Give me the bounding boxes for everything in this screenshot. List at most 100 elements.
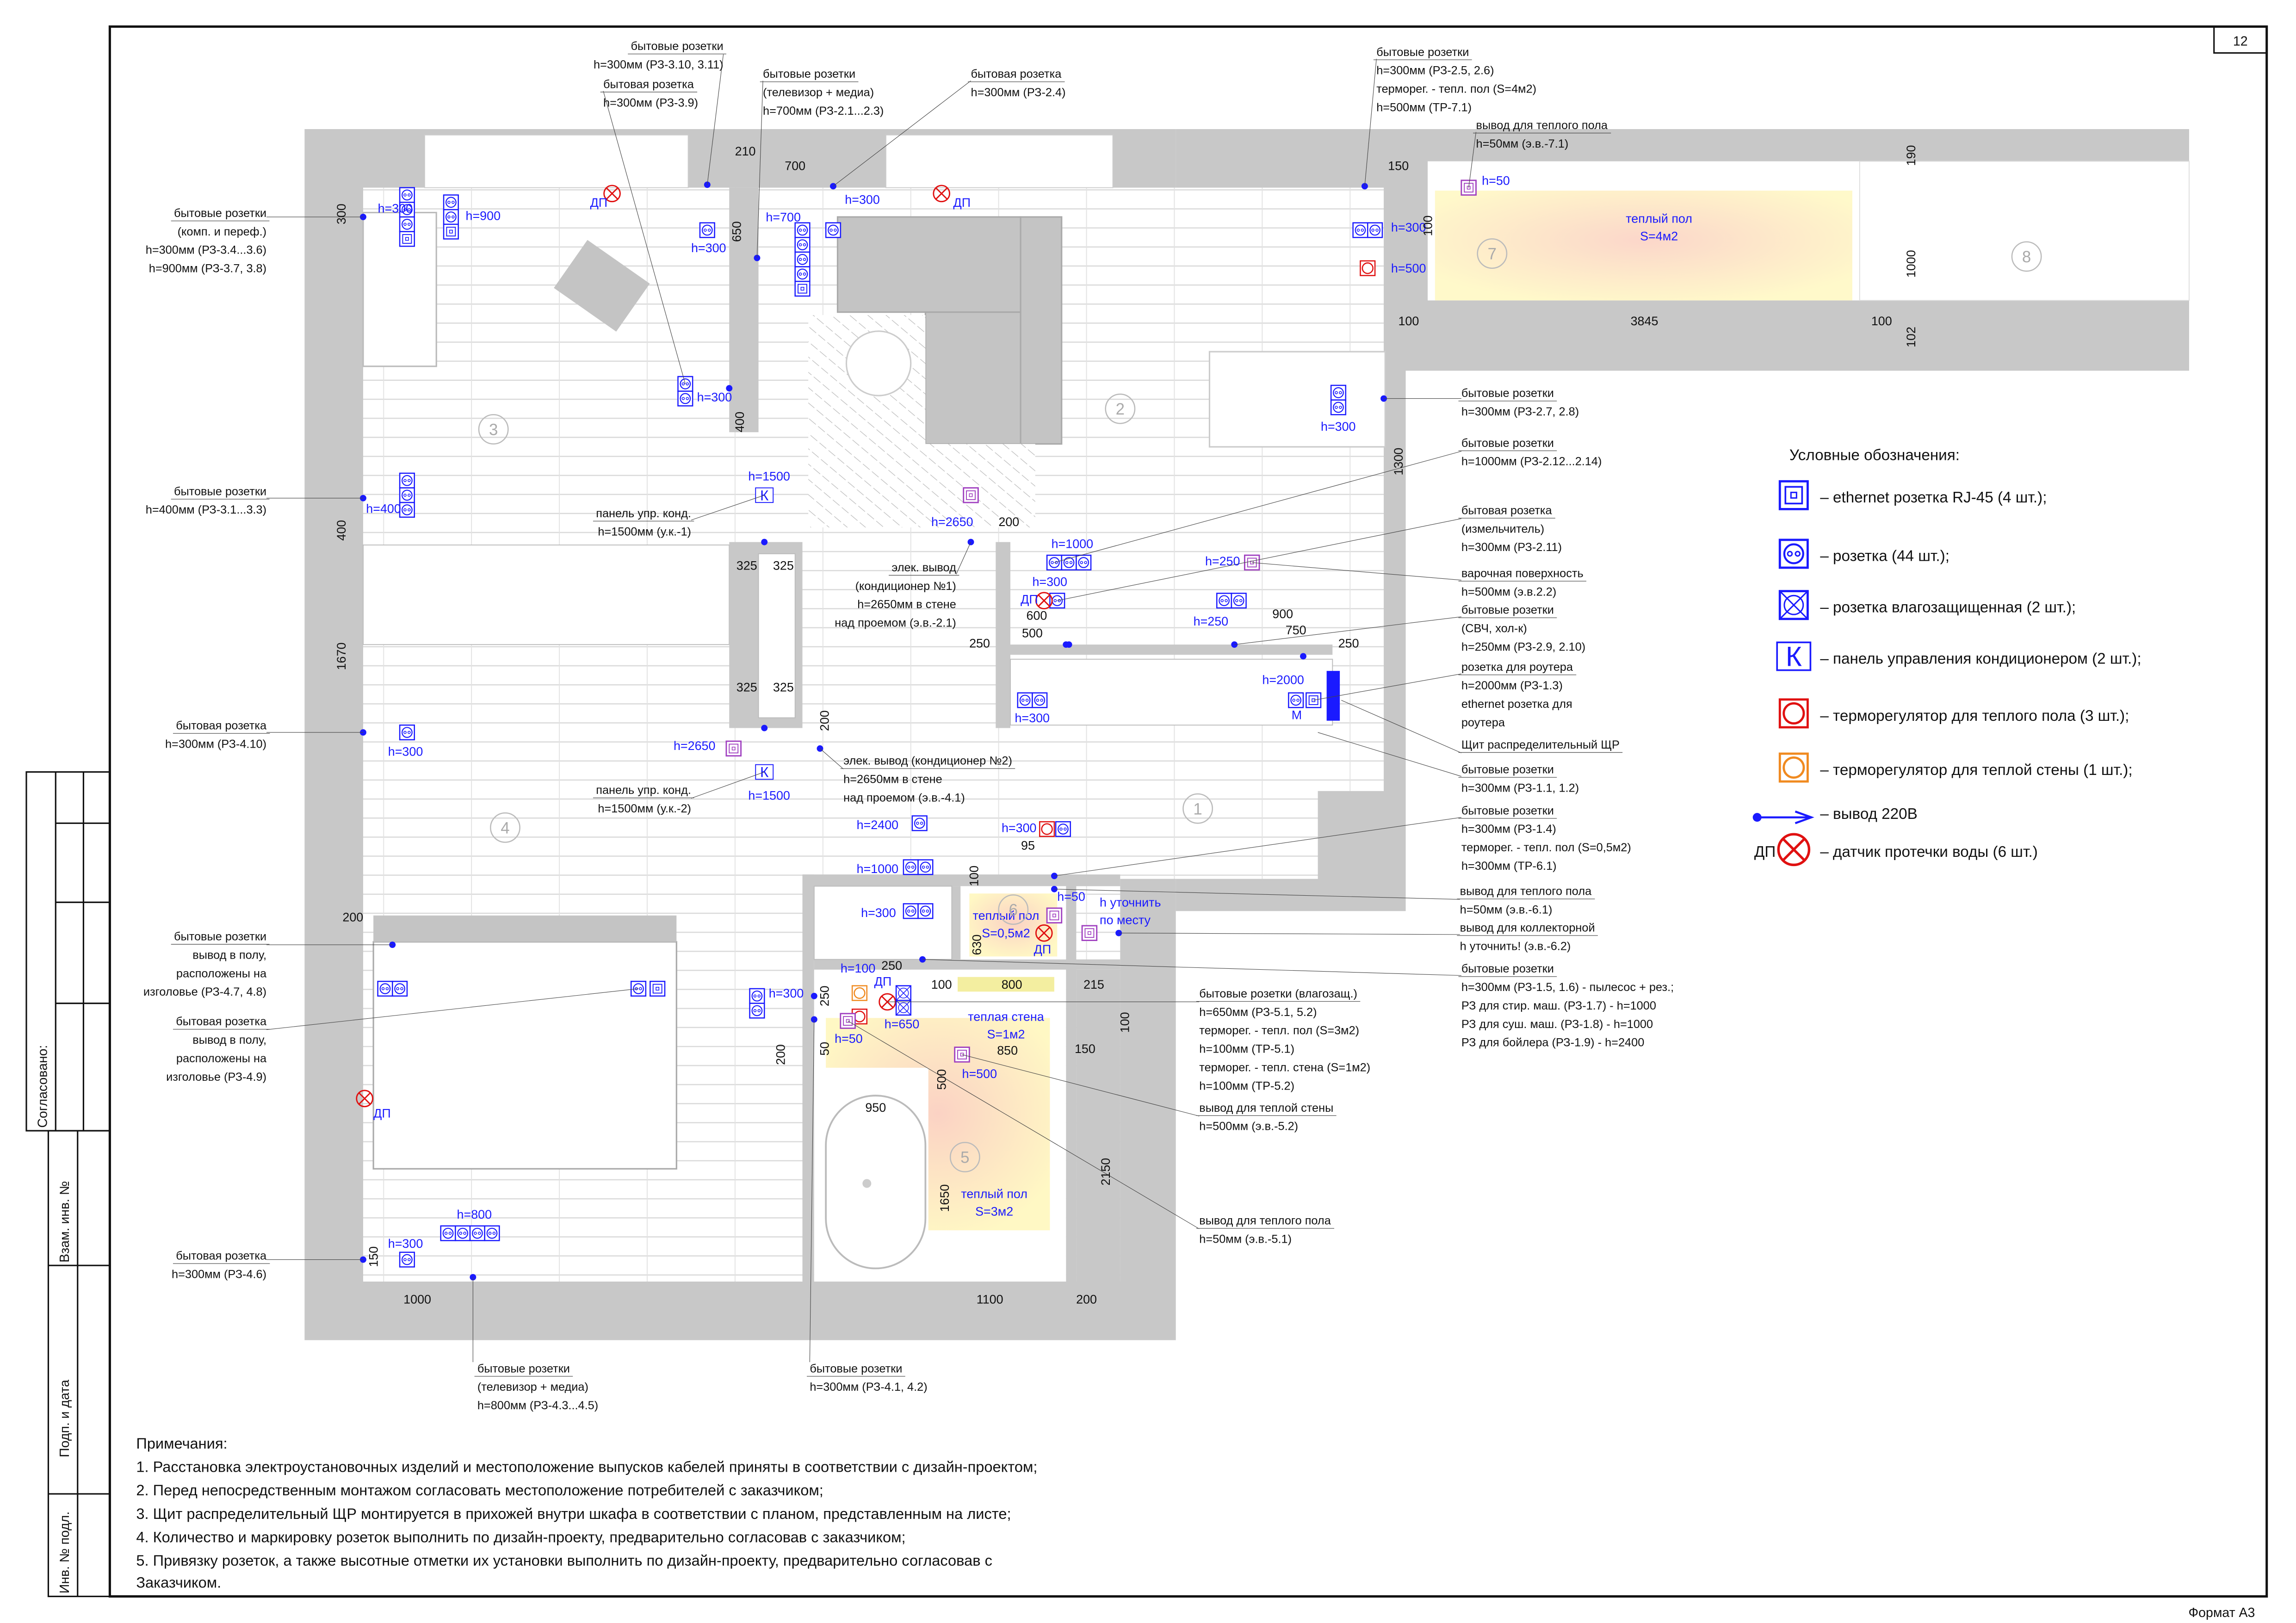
callout-title: элек. вывод bbox=[891, 561, 956, 574]
callout-line: h=1000мм (РЗ-2.12...2.14) bbox=[1461, 455, 1602, 468]
callout-line: вывод в полу, bbox=[192, 1034, 266, 1047]
dimension-label: 600 bbox=[1027, 608, 1047, 622]
dimension-label: 325 bbox=[773, 559, 794, 573]
socket-icon bbox=[749, 1003, 765, 1019]
height-label: h=1000 bbox=[1052, 537, 1093, 551]
leader-line bbox=[603, 91, 686, 384]
callout-line: h=300мм (РЗ-4.1, 4.2) bbox=[810, 1381, 927, 1394]
heated-zone-area: S=1м2 bbox=[987, 1028, 1025, 1041]
socket-icon bbox=[1216, 593, 1232, 609]
wardrobe bbox=[363, 544, 730, 645]
format-label: Формат А3 bbox=[2189, 1605, 2255, 1620]
callout-title: бытовые розетки bbox=[1461, 437, 1554, 450]
bathtub-drain bbox=[862, 1179, 872, 1188]
callout: бытовые розетки (влагозащ.)h=650мм (РЗ-5… bbox=[1196, 987, 1370, 1092]
callout-title: бытовая розетка bbox=[176, 719, 267, 732]
socket-icon bbox=[1352, 222, 1368, 238]
callout-line: h=300мм (РЗ-4.10) bbox=[165, 738, 266, 751]
callout-title: бытовые розетки bbox=[174, 207, 266, 220]
callout-line: h=300мм (РЗ-1.4) bbox=[1461, 823, 1556, 836]
leader-line bbox=[1054, 817, 1461, 876]
legend-item: – розетка (44 шт.); bbox=[1778, 539, 1949, 569]
leader-line bbox=[809, 1019, 815, 1363]
window-left bbox=[424, 134, 689, 188]
socket-icon bbox=[917, 903, 934, 919]
height-label: h=50 bbox=[1057, 890, 1085, 904]
height-label: ДП bbox=[1021, 593, 1038, 607]
callout-line: (СВЧ, хол-к) bbox=[1461, 622, 1527, 635]
callout-line: h=300мм (РЗ-1.5, 1.6) - пылесос + рез.; bbox=[1461, 981, 1674, 994]
bath-wall bbox=[1066, 874, 1077, 1282]
output-icon bbox=[954, 1047, 970, 1063]
socket-icon bbox=[484, 1225, 500, 1241]
room-number-label: 8 bbox=[2022, 248, 2031, 266]
callout-line: h=300мм (РЗ-2.11) bbox=[1461, 541, 1562, 554]
callout-line: терморег. - тепл. пол (S=4м2) bbox=[1376, 83, 1536, 96]
socket-icon bbox=[399, 1251, 415, 1268]
room-number: 6 bbox=[998, 894, 1029, 925]
heated-floor-zone-7 bbox=[1435, 190, 1852, 301]
callout-line: h=300мм (РЗ-3.10, 3.11) bbox=[594, 58, 724, 71]
legend-item: – вывод 220В bbox=[1752, 805, 1918, 824]
dimension-label: 200 bbox=[998, 515, 1019, 529]
dimension-label: 900 bbox=[1272, 607, 1293, 621]
callout-title: бытовые розетки bbox=[631, 40, 724, 53]
callout-title: вывод для теплой стены bbox=[1199, 1102, 1333, 1115]
dimension-label: 215 bbox=[1083, 978, 1104, 991]
socket-icon bbox=[1055, 821, 1071, 837]
callout-line: h=250мм (РЗ-2.9, 2.10) bbox=[1461, 640, 1585, 653]
sofa bbox=[924, 311, 1021, 445]
callout-line: h=2000мм (РЗ-1.3) bbox=[1461, 679, 1563, 692]
height-label: ДП bbox=[373, 1107, 391, 1121]
height-label: h=900 bbox=[466, 209, 501, 223]
leader-line bbox=[1313, 673, 1461, 700]
socket-icon bbox=[399, 724, 415, 741]
heated-zone-label: теплая стена bbox=[968, 1010, 1044, 1024]
dimension-label: 800 bbox=[1002, 978, 1022, 991]
callout-line: h уточнить! (э.в.-6.2) bbox=[1460, 940, 1571, 953]
dimension-label: 210 bbox=[735, 144, 756, 158]
height-label: h=650 bbox=[885, 1017, 920, 1031]
dimension-label: 1000 bbox=[1904, 250, 1918, 278]
socket-icon bbox=[794, 236, 811, 253]
callout-line: h=300мм (РЗ-2.5, 2.6) bbox=[1376, 64, 1494, 77]
callout-title: вывод для теплого пола bbox=[1460, 885, 1592, 898]
callout-title: панель упр. конд. bbox=[596, 507, 691, 520]
height-label: h=300 bbox=[1391, 221, 1426, 235]
legend-item: ДП– датчик протечки воды (6 шт.) bbox=[1754, 833, 2038, 867]
height-label: h=300 bbox=[769, 986, 804, 1000]
socket-icon bbox=[469, 1225, 485, 1241]
bath-wall bbox=[802, 874, 814, 1282]
socket-icon bbox=[443, 209, 459, 225]
dimension-label: 650 bbox=[730, 221, 744, 242]
callout-line: h=2650мм в стене bbox=[843, 773, 942, 786]
notes-title: Примечания: bbox=[136, 1435, 227, 1452]
leader-line bbox=[833, 81, 971, 186]
socket-icon bbox=[794, 251, 811, 267]
callout-title: бытовая розетка bbox=[176, 1250, 267, 1263]
dimension-label: 325 bbox=[736, 559, 757, 573]
leader-line bbox=[1057, 518, 1461, 601]
partition-wall bbox=[729, 187, 759, 433]
height-label: М bbox=[1292, 708, 1302, 722]
kitchen-cabinets bbox=[1010, 658, 1333, 726]
balcony-floor-8 bbox=[1859, 161, 2190, 301]
dimension-label: 250 bbox=[881, 959, 902, 973]
ac-panel-glyph: К bbox=[760, 764, 769, 781]
height-label: h=300 bbox=[697, 390, 732, 404]
legend-label: – розетка (44 шт.); bbox=[1820, 548, 1949, 565]
callout-title: бытовые розетки bbox=[1461, 962, 1554, 975]
dimension-label: 500 bbox=[935, 1069, 949, 1090]
output-dot-icon bbox=[704, 181, 711, 188]
height-label: h=2000 bbox=[1262, 673, 1304, 687]
callout: бытовые розетки(телевизор + медиа)h=800м… bbox=[474, 1362, 598, 1412]
height-label: ДП bbox=[1034, 942, 1052, 956]
dimension-label: 150 bbox=[1075, 1042, 1095, 1056]
height-label: h=300 bbox=[861, 906, 896, 920]
room-number: 4 bbox=[490, 812, 520, 843]
